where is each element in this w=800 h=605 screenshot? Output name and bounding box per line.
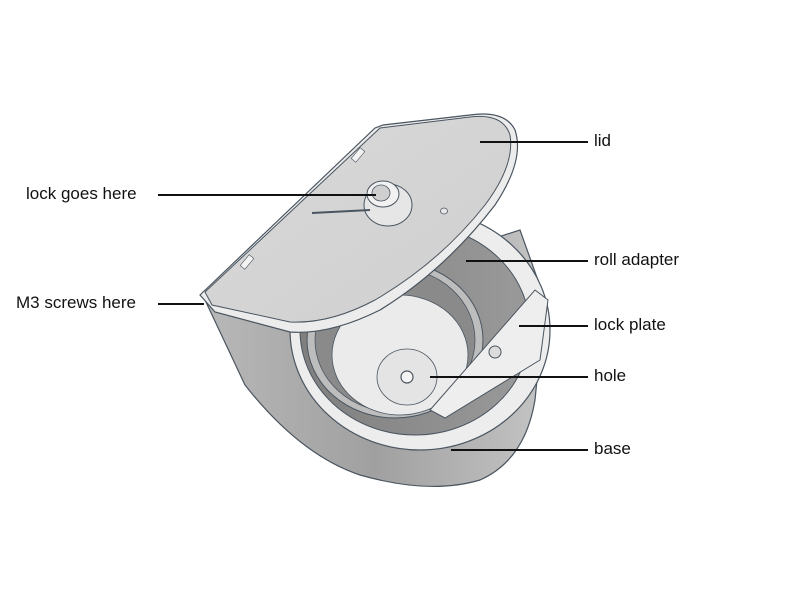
label-hole: hole bbox=[594, 366, 627, 385]
label-lock-plate: lock plate bbox=[594, 315, 666, 334]
label-lock-goes-here: lock goes here bbox=[26, 184, 137, 203]
label-base: base bbox=[594, 439, 631, 458]
label-m3-screws-here: M3 screws here bbox=[16, 293, 136, 312]
lid bbox=[199, 113, 519, 333]
hole bbox=[400, 370, 414, 384]
label-lid: lid bbox=[594, 131, 612, 150]
lock-plate bbox=[429, 289, 549, 419]
leader-lines bbox=[158, 141, 588, 451]
label-roll-adapter: roll adapter bbox=[594, 250, 680, 269]
